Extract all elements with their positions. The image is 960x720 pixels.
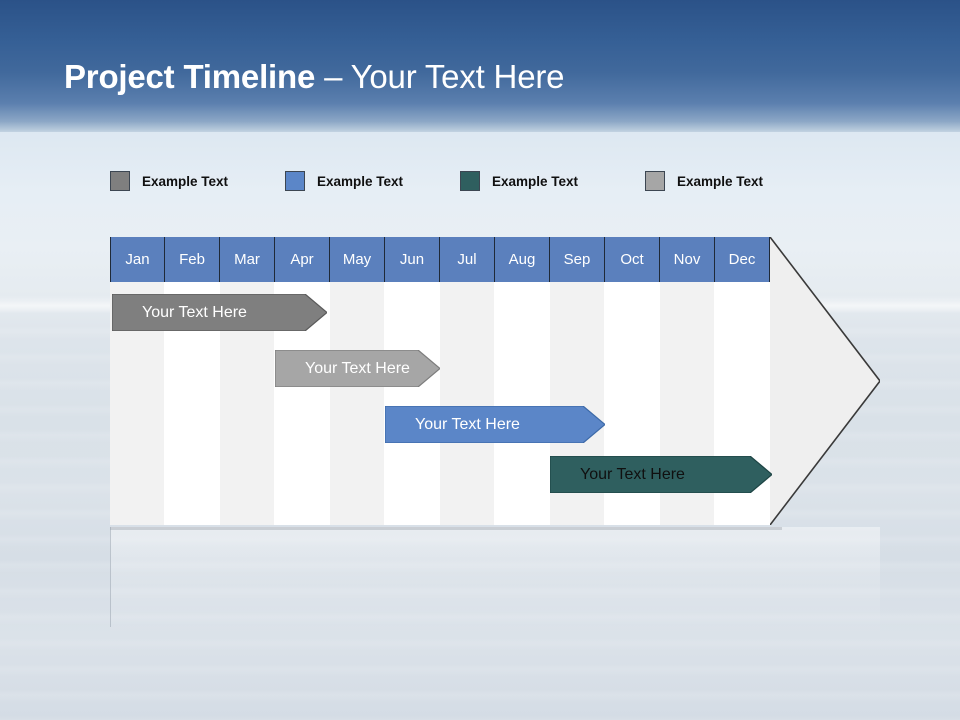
legend-swatch-icon bbox=[110, 171, 130, 191]
task-bar-2[interactable]: Your Text Here bbox=[275, 350, 440, 387]
task-bar-4[interactable]: Your Text Here bbox=[550, 456, 772, 493]
page-title-main: Project Timeline bbox=[64, 58, 316, 95]
chart-legend: Example Text Example Text Example Text E… bbox=[110, 169, 810, 193]
month-header-row: Jan Feb Mar Apr May Jun Jul Aug Sep Oct … bbox=[110, 237, 770, 282]
task-bar-label: Your Text Here bbox=[580, 465, 685, 483]
legend-item-1[interactable]: Example Text bbox=[110, 169, 228, 193]
chart-column bbox=[385, 282, 440, 525]
chart-column bbox=[440, 282, 495, 525]
month-cell-mar[interactable]: Mar bbox=[220, 237, 275, 282]
month-cell-apr[interactable]: Apr bbox=[275, 237, 330, 282]
legend-item-2[interactable]: Example Text bbox=[285, 169, 403, 193]
task-bar-label: Your Text Here bbox=[305, 359, 410, 377]
timeline-chart: Jan Feb Mar Apr May Jun Jul Aug Sep Oct … bbox=[110, 237, 880, 525]
task-bar-arrow-shape bbox=[275, 350, 440, 387]
month-cell-may[interactable]: May bbox=[330, 237, 385, 282]
legend-swatch-icon bbox=[645, 171, 665, 191]
legend-swatch-icon bbox=[460, 171, 480, 191]
month-cell-jan[interactable]: Jan bbox=[110, 237, 165, 282]
month-cell-dec[interactable]: Dec bbox=[715, 237, 770, 282]
legend-item-label: Example Text bbox=[492, 173, 579, 189]
page-title-sub: – Your Text Here bbox=[315, 58, 565, 95]
legend-item-label: Example Text bbox=[142, 173, 229, 189]
legend-item-label: Example Text bbox=[317, 173, 404, 189]
task-bar-arrow-shape bbox=[550, 456, 772, 493]
task-bar-1[interactable]: Your Text Here bbox=[112, 294, 327, 331]
legend-item-3[interactable]: Example Text bbox=[460, 169, 578, 193]
page-title: Project Timeline – Your Text Here bbox=[64, 58, 564, 96]
legend-item-4[interactable]: Example Text bbox=[645, 169, 763, 193]
task-bar-arrow-shape bbox=[385, 406, 605, 443]
chart-reflection-edge bbox=[110, 527, 782, 530]
month-cell-aug[interactable]: Aug bbox=[495, 237, 550, 282]
month-cell-sep[interactable]: Sep bbox=[550, 237, 605, 282]
task-bar-3[interactable]: Your Text Here bbox=[385, 406, 605, 443]
task-bar-arrow-shape bbox=[112, 294, 327, 331]
task-bar-label: Your Text Here bbox=[415, 415, 520, 433]
legend-swatch-icon bbox=[285, 171, 305, 191]
chart-column bbox=[330, 282, 385, 525]
month-cell-nov[interactable]: Nov bbox=[660, 237, 715, 282]
month-cell-jun[interactable]: Jun bbox=[385, 237, 440, 282]
month-cell-oct[interactable]: Oct bbox=[605, 237, 660, 282]
chart-reflection-left-edge bbox=[110, 527, 111, 627]
chart-column bbox=[495, 282, 550, 525]
legend-item-label: Example Text bbox=[677, 173, 764, 189]
task-bar-label: Your Text Here bbox=[142, 303, 247, 321]
title-band: Project Timeline – Your Text Here bbox=[0, 0, 960, 132]
month-cell-jul[interactable]: Jul bbox=[440, 237, 495, 282]
month-cell-feb[interactable]: Feb bbox=[165, 237, 220, 282]
